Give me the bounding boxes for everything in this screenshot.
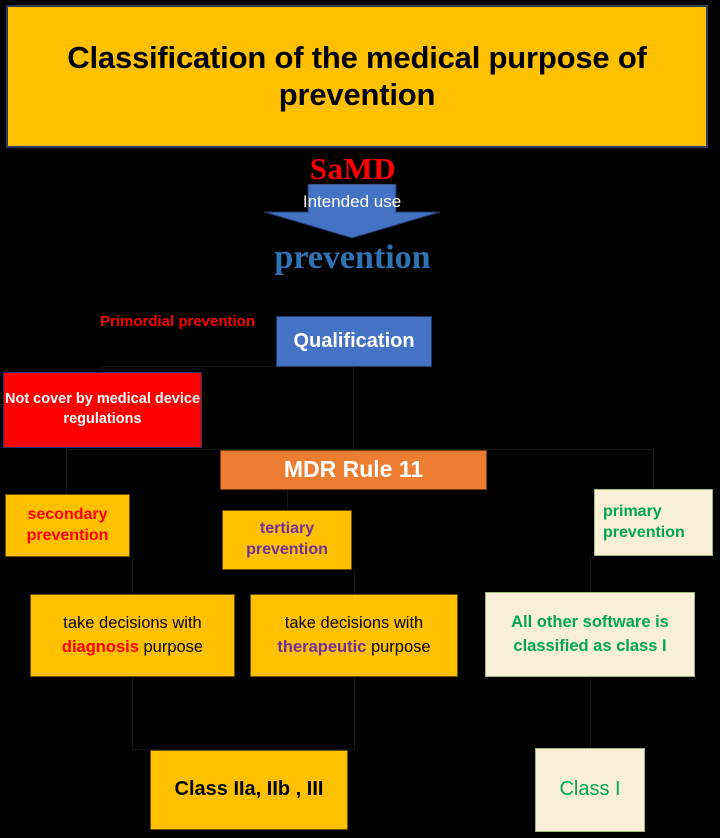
diagnosis-decision-second-line: diagnosis purpose [62,636,203,660]
class-i-node: Class I [535,748,645,832]
connector-mdr-left [66,449,487,450]
not-covered-node: Not cover by medical device regulations [3,372,202,448]
class-iia-iib-iii-node: Class IIa, IIb , III [150,750,348,830]
mdr-rule-11-node: MDR Rule 11 [220,450,487,490]
primordial-prevention-label: Primordial prevention [99,313,256,330]
connector-mdr-to-secondary [66,449,67,494]
therapeutic-keyword: therapeutic [277,637,367,656]
qualification-node: Qualification [276,316,432,367]
connector-secondary-to-diagnosis [132,557,133,594]
diagnosis-decision-suffix: purpose [138,637,204,656]
samd-label: SaMD [309,151,397,186]
connector-therapeutic-to-class [354,677,355,750]
therapeutic-decision-node: take decisions with therapeutic purpose [250,594,458,677]
connector-qualification-down [353,367,354,450]
connector-mdr-to-primary [653,449,654,489]
secondary-prevention-node: secondary prevention [5,494,130,557]
connector-tertiary-to-therapeutic [354,570,355,594]
all-other-software-node: All other software is classified as clas… [485,592,695,677]
connector-allother-to-classi [590,677,591,748]
connector-qualification-left [102,366,354,367]
page-title: Classification of the medical purpose of… [6,5,708,148]
prevention-label: prevention [274,239,431,276]
connector-primary-to-allother [590,556,591,592]
connector-mdr-to-tertiary [287,489,288,510]
connector-to-not-covered [102,366,103,372]
therapeutic-decision-second-line: therapeutic purpose [277,636,430,660]
therapeutic-decision-suffix: purpose [366,637,431,656]
primary-prevention-node: primary prevention [594,489,713,556]
connector-diagnosis-to-class [132,677,133,750]
connector-mdr-right [486,449,653,450]
down-arrow-icon [262,184,442,240]
intended-use-label: Intended use [302,192,402,211]
diagnosis-decision-prefix: take decisions with [63,613,202,632]
tertiary-prevention-node: tertiary prevention [222,510,352,570]
therapeutic-decision-prefix: take decisions with [284,613,424,632]
diagnosis-decision-node: take decisions with diagnosis purpose [30,594,235,677]
diagnosis-keyword: diagnosis [61,637,139,656]
connector-class-join [132,749,355,750]
